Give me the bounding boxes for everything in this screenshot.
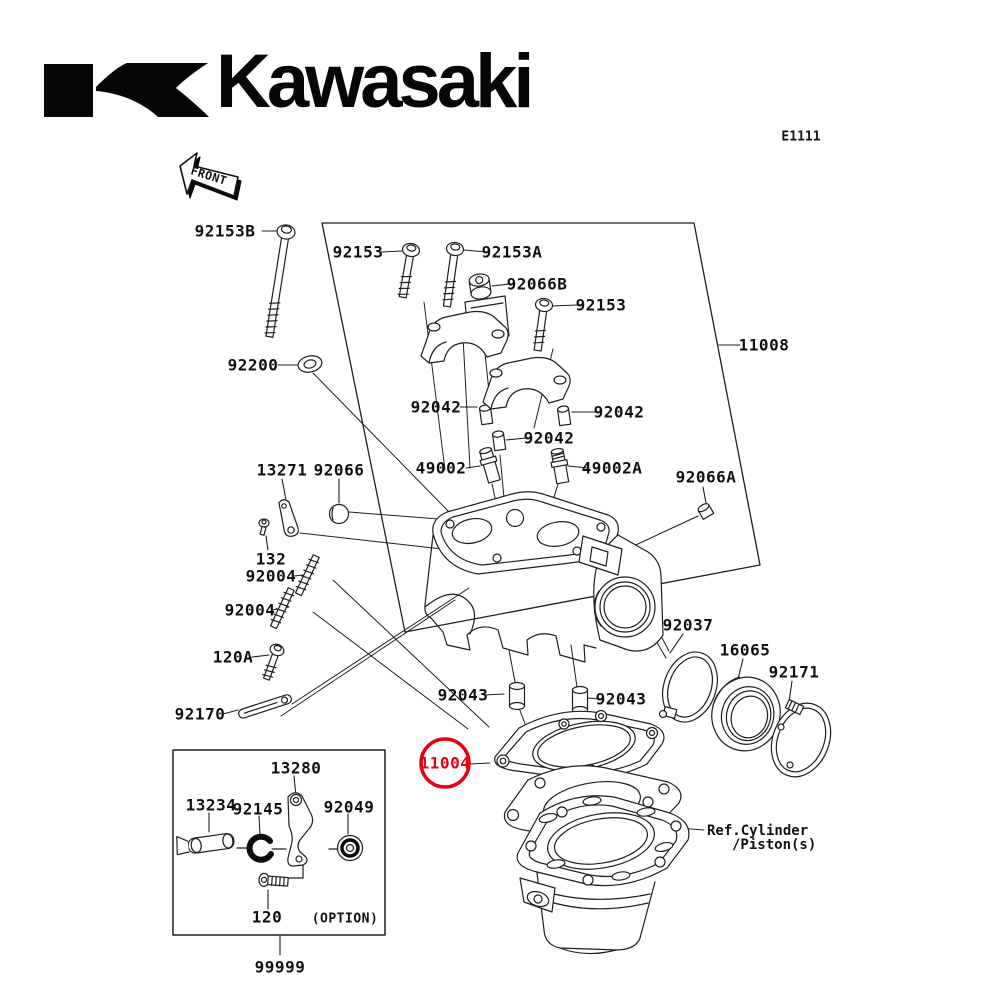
- ref-note-line1: Ref.Cylinder: [707, 823, 809, 839]
- clamp-92037-drawing: [658, 651, 718, 723]
- cylinder-drawing: [516, 795, 690, 955]
- front-arrow-icon: FRONT: [179, 152, 242, 201]
- boot-16065-drawing: [711, 676, 781, 752]
- assembly-boundary-box: [321, 222, 761, 633]
- option-parts-drawing: [176, 792, 364, 887]
- clamp-92171-drawing: [770, 699, 832, 778]
- highlight-circle: [419, 737, 471, 789]
- kawasaki-logo-text: Kawasaki: [216, 39, 534, 124]
- cylinder-head-drawing: [424, 491, 664, 663]
- fastener-drawings: [238, 224, 715, 719]
- option-box: [172, 749, 386, 936]
- ref-note-line2: /Piston(s): [732, 837, 817, 853]
- doc-code: E1111: [781, 129, 821, 145]
- head-gasket-drawing: [494, 709, 665, 780]
- camshaft-cap-drawings: [420, 295, 571, 410]
- kawasaki-river-mark-icon: [44, 63, 209, 117]
